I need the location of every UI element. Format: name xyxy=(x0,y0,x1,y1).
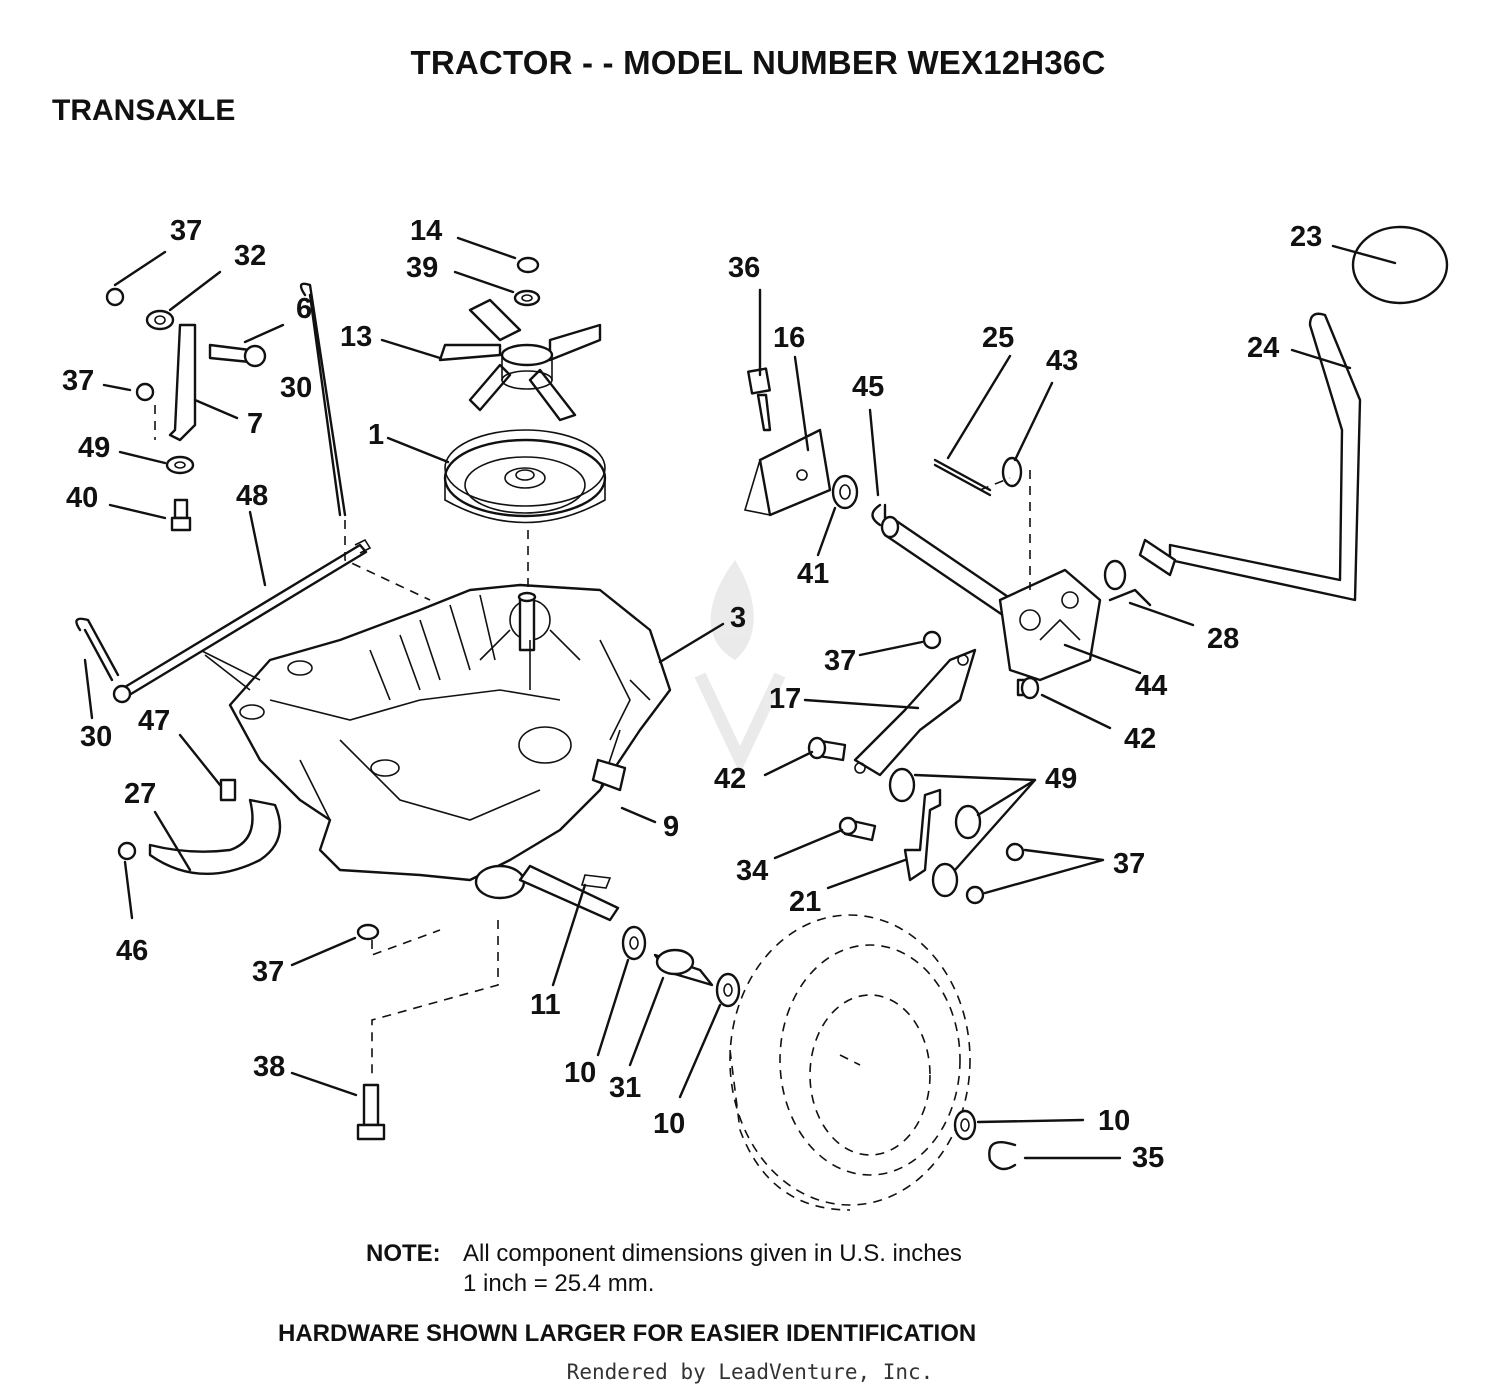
part-label: 10 xyxy=(653,1108,685,1140)
page-title: TRACTOR - - MODEL NUMBER WEX12H36C xyxy=(410,44,1106,81)
part-label: 44 xyxy=(1135,670,1167,702)
note-line-1: All component dimensions given in U.S. i… xyxy=(463,1240,962,1267)
part-label: 31 xyxy=(609,1072,641,1104)
part-label: 1 xyxy=(368,419,384,451)
part-label: 30 xyxy=(80,721,112,753)
alignment-lines xyxy=(154,405,1031,1080)
shift-linkage-drawing xyxy=(743,225,1449,905)
part-label: 28 xyxy=(1207,623,1239,655)
part-label: 43 xyxy=(1046,345,1078,377)
part-label: 45 xyxy=(852,371,884,403)
part-label: 9 xyxy=(663,811,679,843)
part-label: 6 xyxy=(296,293,312,325)
part-label: 14 xyxy=(410,215,442,247)
part-label: 37 xyxy=(1113,848,1145,880)
note-label: NOTE: xyxy=(366,1240,441,1267)
part-number-labels: 37 32 6 37 7 49 40 30 48 30 47 27 46 14 … xyxy=(62,215,1322,1174)
part-label: 49 xyxy=(78,432,110,464)
hardware-note: HARDWARE SHOWN LARGER FOR EASIER IDENTIF… xyxy=(278,1320,977,1347)
cooling-fan-drawing xyxy=(438,298,602,422)
note-line-2: 1 inch = 25.4 mm. xyxy=(463,1270,655,1297)
part-label: 36 xyxy=(728,252,760,284)
part-label: 40 xyxy=(66,482,98,514)
leader-lines xyxy=(83,236,1397,1160)
part-label: 32 xyxy=(234,240,266,272)
part-label: 7 xyxy=(247,408,263,440)
part-label: 25 xyxy=(982,322,1014,354)
part-label: 16 xyxy=(773,322,805,354)
pulley-drawing xyxy=(443,429,607,524)
part-label: 3 xyxy=(730,602,746,634)
part-label: 27 xyxy=(124,778,156,810)
part-label: 30 xyxy=(280,372,312,404)
wheel-hardware-drawing xyxy=(621,914,1017,1211)
axle-drawing xyxy=(518,864,620,922)
part-label: 23 xyxy=(1290,221,1322,253)
part-label: 35 xyxy=(1132,1142,1164,1174)
part-label: 39 xyxy=(406,252,438,284)
part-label: 24 xyxy=(1247,332,1279,364)
part-label: 42 xyxy=(1124,723,1156,755)
part-label: 37 xyxy=(170,215,202,247)
part-label: 13 xyxy=(340,321,372,353)
part-label: 49 xyxy=(1045,763,1077,795)
left-hardware-drawing xyxy=(75,256,627,1141)
part-label: 48 xyxy=(236,480,268,512)
part-label: 11 xyxy=(530,989,561,1021)
part-label: 10 xyxy=(1098,1105,1130,1137)
part-label: 46 xyxy=(116,935,148,967)
part-label: 34 xyxy=(736,855,768,887)
part-label: 37 xyxy=(62,365,94,397)
part-label: 38 xyxy=(253,1051,285,1083)
part-label: 37 xyxy=(824,645,856,677)
section-title: TRANSAXLE xyxy=(52,94,236,127)
watermark-logo xyxy=(694,560,786,775)
part-label: 21 xyxy=(789,886,821,918)
part-label: 37 xyxy=(252,956,284,988)
transaxle-housing-drawing xyxy=(199,583,672,900)
part-label: 42 xyxy=(714,763,746,795)
part-label: 10 xyxy=(564,1057,596,1089)
render-credit: Rendered by LeadVenture, Inc. xyxy=(566,1360,934,1384)
part-label: 17 xyxy=(769,683,801,715)
part-label: 47 xyxy=(138,705,170,737)
part-label: 41 xyxy=(797,558,829,590)
